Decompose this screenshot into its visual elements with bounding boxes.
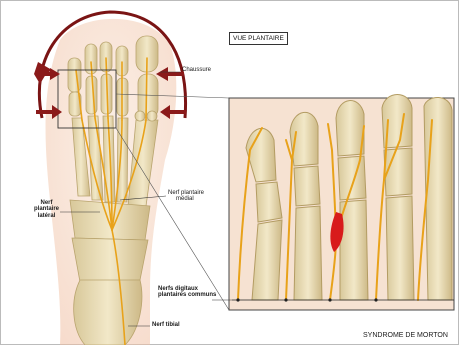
label-nerf-plantaire-medial: Nerf plantaire médial bbox=[168, 190, 204, 203]
label-nerf-tibial: Nerf tibial bbox=[152, 322, 180, 328]
label-nerf-plantaire-lateral: Nerf plantaire latéral bbox=[34, 200, 59, 219]
label-nerf-plantaire-medial-line2: médial bbox=[168, 196, 204, 202]
label-nerf-plantaire-lateral-line2: plantaire bbox=[34, 206, 59, 212]
label-nerf-plantaire-lateral-line3: latéral bbox=[34, 213, 59, 219]
caption: SYNDROME DE MORTON bbox=[363, 332, 448, 339]
view-label: VUE PLANTAIRE bbox=[229, 32, 288, 45]
label-nerfs-digitaux: Nerfs digitaux plantaires communs bbox=[158, 286, 216, 299]
label-chaussure: Chaussure bbox=[182, 67, 211, 73]
label-nerfs-digitaux-line2: plantaires communs bbox=[158, 292, 216, 298]
detail-panel bbox=[229, 95, 454, 311]
